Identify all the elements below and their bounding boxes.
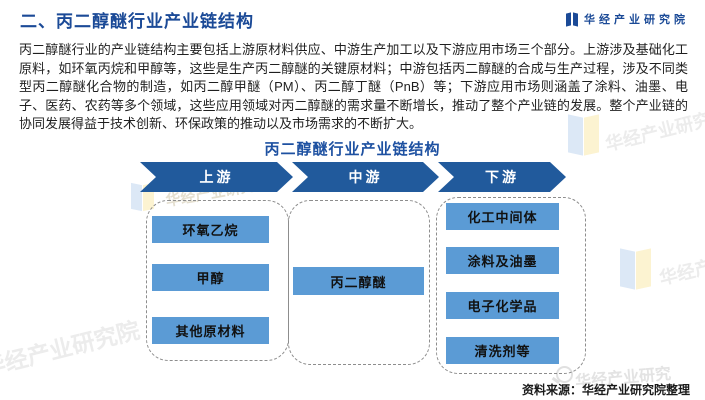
watermark-text: 华经产业研究院	[0, 316, 143, 382]
chain-item: 清洗剂等	[446, 337, 559, 364]
stage-label: 中游	[348, 169, 383, 185]
diagram-title: 丙二醇醚行业产业链结构	[264, 141, 441, 158]
chain-item: 甲醇	[152, 264, 269, 291]
brand-logo: 华经产业研究院	[566, 11, 689, 27]
chain-item: 环氧乙烷	[152, 216, 269, 243]
stage-label: 上游	[199, 169, 234, 185]
stage-box-downstream	[436, 197, 586, 374]
watermark-logo-icon	[568, 114, 599, 156]
stage-banner-midstream: 中游	[292, 162, 439, 192]
stage-banner-downstream: 下游	[438, 162, 566, 192]
page-title: 二、丙二醇醚行业产业链结构	[20, 12, 254, 31]
watermark-logo-icon	[620, 248, 651, 290]
chain-item: 电子化学品	[446, 292, 559, 319]
brand-name: 华经产业研究院	[584, 14, 689, 26]
intro-paragraph: 丙二醇醚行业的产业链结构主要包括上游原材料供应、中游生产加工以及下游应用市场三个…	[19, 42, 688, 132]
brand-book-icon	[566, 11, 578, 27]
watermark-text: 华经产业研究	[657, 243, 705, 289]
stage-banner-upstream: 上游	[140, 162, 293, 192]
chain-item: 其他原材料	[152, 317, 269, 344]
chain-item: 涂料及油墨	[446, 247, 559, 274]
source-note: 资料来源：华经产业研究院整理	[521, 383, 690, 397]
stage-box-midstream	[288, 200, 430, 365]
stage-label: 下游	[485, 169, 519, 185]
chain-item: 化工中间体	[446, 203, 559, 230]
chain-item: 丙二醇醚	[293, 267, 424, 295]
